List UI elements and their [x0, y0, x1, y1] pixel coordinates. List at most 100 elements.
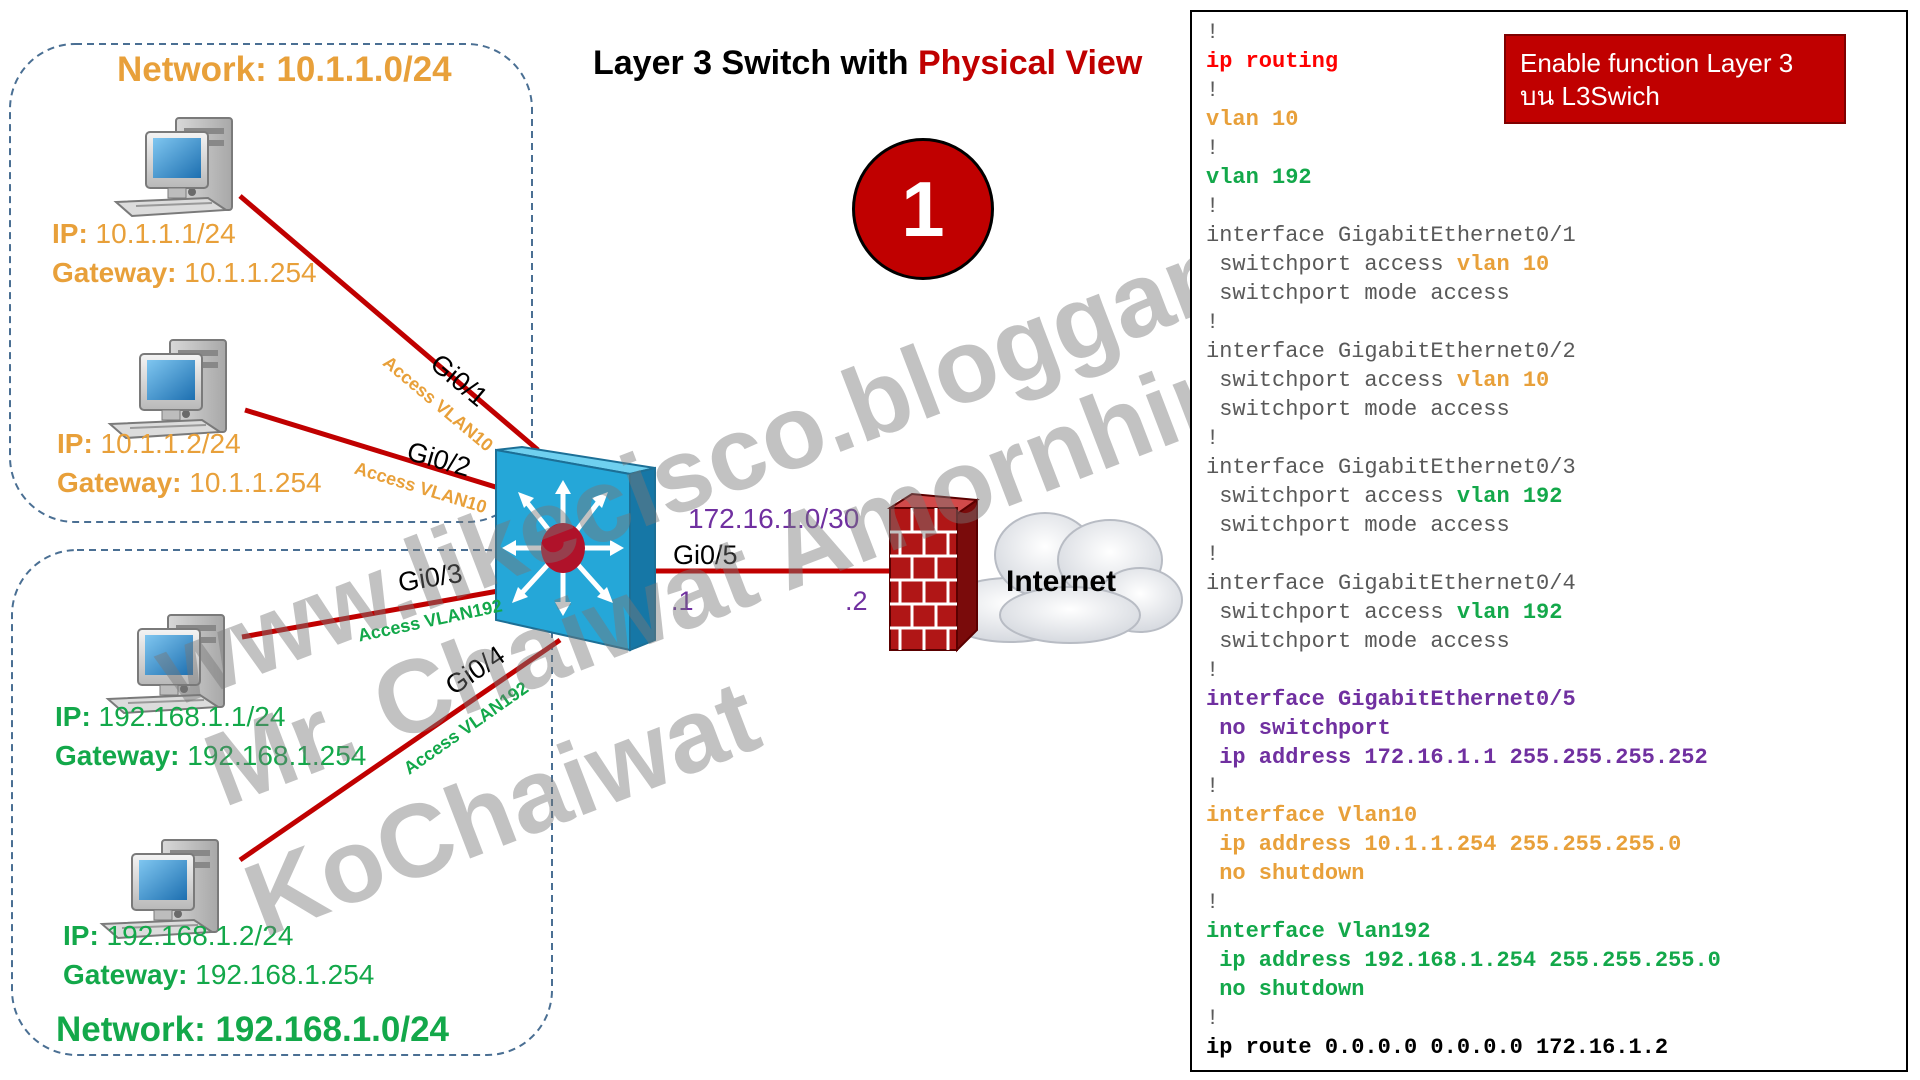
host-1-ip-label: IP:	[52, 218, 88, 249]
callout-line-2: บน L3Swich	[1520, 81, 1660, 111]
config-line-text: interface GigabitEthernet0/1	[1206, 223, 1576, 248]
host-2-ip: 10.1.1.2/24	[92, 428, 241, 459]
config-line-vlan: vlan 192	[1456, 484, 1563, 509]
config-line: interface Vlan10	[1206, 801, 1906, 830]
title-highlight: Physical View	[917, 44, 1143, 82]
config-line-text: ip address 172.16.1.1 255.255.255.252	[1206, 745, 1708, 770]
host-2-ip-label: IP:	[57, 428, 93, 459]
config-line-text: !	[1206, 542, 1220, 567]
title-prefix: Layer 3 Switch with	[593, 44, 918, 82]
config-line-text: switchport mode access	[1206, 629, 1510, 654]
config-line: ip routing	[1206, 47, 1906, 76]
host-3-ip-label: IP:	[55, 701, 91, 732]
config-line-text: vlan 10	[1206, 107, 1299, 132]
config-line-text: interface GigabitEthernet0/5	[1206, 687, 1576, 712]
config-line-text: interface Vlan192	[1206, 919, 1431, 944]
config-line-text: ip routing	[1206, 49, 1339, 74]
host-4-gateway: 192.168.1.254	[187, 959, 375, 990]
host-4-ip-label: IP:	[63, 920, 99, 951]
config-line: switchport access vlan 10	[1206, 366, 1906, 395]
config-line: !	[1206, 772, 1906, 801]
config-line: interface GigabitEthernet0/2	[1206, 337, 1906, 366]
config-line-text: switchport access	[1206, 484, 1457, 509]
internet-label: Internet	[1006, 565, 1117, 598]
config-lines: !ip routing!vlan 10!vlan 192!interface G…	[1206, 18, 1906, 1062]
link-gi0-2	[244, 407, 516, 496]
config-line: !	[1206, 76, 1906, 105]
config-line-text: interface GigabitEthernet0/3	[1206, 455, 1576, 480]
host-2-gateway: 10.1.1.254	[181, 467, 322, 498]
config-line: switchport access vlan 192	[1206, 598, 1906, 627]
uplink-subnet: 172.16.1.0/30	[688, 503, 860, 534]
host-3-ip: 192.168.1.1/24	[90, 701, 286, 732]
internet-cloud-icon	[939, 512, 1183, 644]
host-1-gw-label: Gateway:	[52, 257, 177, 288]
config-line-text: !	[1206, 78, 1220, 103]
config-line: interface GigabitEthernet0/1	[1206, 221, 1906, 250]
switch-side-address: .1	[671, 586, 694, 616]
host-2-gw-label: Gateway:	[57, 467, 182, 498]
host-1-gateway: 10.1.1.254	[176, 257, 317, 288]
config-line-text: !	[1206, 658, 1220, 683]
config-line-text: interface Vlan10	[1206, 803, 1418, 828]
config-line: !	[1206, 18, 1906, 47]
config-line: ip address 10.1.1.254 255.255.255.0	[1206, 830, 1906, 859]
config-line: interface GigabitEthernet0/4	[1206, 569, 1906, 598]
host-3-gateway: 192.168.1.254	[179, 740, 367, 771]
config-line-text: no shutdown	[1206, 977, 1365, 1002]
config-panel: !ip routing!vlan 10!vlan 192!interface G…	[1190, 10, 1908, 1072]
host-2-address: IP: 10.1.1.2/24 Gateway: 10.1.1.254	[57, 424, 322, 502]
layer3-switch-icon	[495, 445, 656, 652]
config-line: no shutdown	[1206, 975, 1906, 1004]
diagram-title: Layer 3 Switch with Physical View	[593, 44, 1142, 83]
host-3-gw-label: Gateway:	[55, 740, 180, 771]
config-line-text: ip route 0.0.0.0 0.0.0.0 172.16.1.2	[1206, 1035, 1669, 1060]
config-line: !	[1206, 192, 1906, 221]
config-line-text: !	[1206, 20, 1220, 45]
config-line-vlan: vlan 10	[1456, 368, 1550, 393]
config-line: interface GigabitEthernet0/5	[1206, 685, 1906, 714]
config-line: ip address 172.16.1.1 255.255.255.252	[1206, 743, 1906, 772]
config-line-text: switchport access	[1206, 600, 1457, 625]
callout-line-1: Enable function Layer 3	[1520, 48, 1794, 78]
host-1-ip: 10.1.1.1/24	[87, 218, 236, 249]
config-line: switchport mode access	[1206, 627, 1906, 656]
config-line: interface GigabitEthernet0/3	[1206, 453, 1906, 482]
config-line-text: no switchport	[1206, 716, 1391, 741]
network-label-vlan10: Network: 10.1.1.0/24	[117, 50, 452, 89]
firewall-side-address: .2	[845, 586, 868, 616]
config-line: switchport mode access	[1206, 511, 1906, 540]
config-line: interface Vlan192	[1206, 917, 1906, 946]
link-gi0-4	[238, 637, 562, 863]
callout-box: Enable function Layer 3 บน L3Swich	[1504, 34, 1846, 124]
config-line: !	[1206, 540, 1906, 569]
config-line: !	[1206, 888, 1906, 917]
config-line-text: !	[1206, 1006, 1220, 1031]
config-line-text: !	[1206, 890, 1220, 915]
config-line-text: switchport mode access	[1206, 281, 1510, 306]
config-line: ip route 0.0.0.0 0.0.0.0 172.16.1.2	[1206, 1033, 1906, 1062]
step-badge: 1	[852, 138, 994, 280]
config-line-text: ip address 192.168.1.254 255.255.255.0	[1206, 948, 1721, 973]
config-line-text: interface GigabitEthernet0/4	[1206, 571, 1576, 596]
config-line-text: switchport access	[1206, 368, 1457, 393]
host-4-address: IP: 192.168.1.2/24 Gateway: 192.168.1.25…	[63, 916, 374, 994]
config-line: no shutdown	[1206, 859, 1906, 888]
link-gi0-3	[241, 585, 516, 640]
config-line: switchport access vlan 192	[1206, 482, 1906, 511]
config-line: !	[1206, 424, 1906, 453]
config-line: !	[1206, 656, 1906, 685]
config-line-text: no shutdown	[1206, 861, 1365, 886]
config-line-text: vlan 192	[1206, 165, 1312, 190]
host-4-gw-label: Gateway:	[63, 959, 188, 990]
network-label-vlan192: Network: 192.168.1.0/24	[56, 1010, 450, 1049]
config-line: switchport access vlan 10	[1206, 250, 1906, 279]
config-line: ip address 192.168.1.254 255.255.255.0	[1206, 946, 1906, 975]
config-line-text: switchport mode access	[1206, 397, 1510, 422]
config-line: vlan 10	[1206, 105, 1906, 134]
config-line-text: !	[1206, 136, 1220, 161]
config-line-text: !	[1206, 774, 1220, 799]
pc-1-icon	[115, 117, 233, 217]
config-line-vlan: vlan 192	[1456, 600, 1563, 625]
